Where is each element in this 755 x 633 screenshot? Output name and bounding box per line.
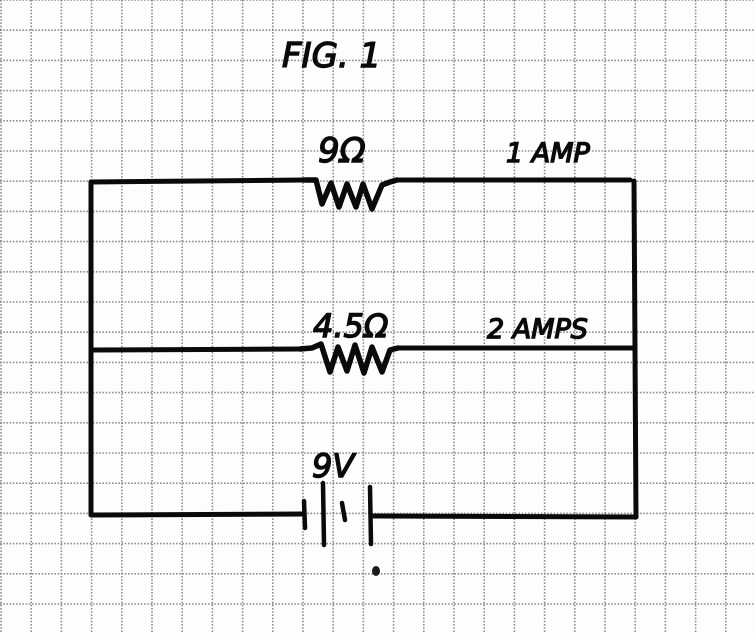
- middle-branch-current-label: 2 AMPS: [487, 314, 588, 345]
- bottom-branch: 9V: [88, 446, 639, 548]
- middle-branch-wire-left: [88, 346, 303, 353]
- top-branch: 9Ω 1 AMP: [88, 130, 633, 212]
- top-branch-current-label: 1 AMP: [506, 138, 591, 169]
- resistor-4-5-ohm: [297, 341, 401, 376]
- resistor-9-ohm-label: 9Ω: [318, 131, 366, 171]
- ink-speck: [372, 566, 380, 576]
- bottom-branch-wire-left: [88, 511, 307, 518]
- bottom-branch-wire-right: [368, 513, 639, 520]
- resistor-4-5-ohm-label: 4.5Ω: [313, 307, 389, 345]
- battery-symbol: [301, 480, 374, 548]
- resistor-9-ohm: [302, 177, 400, 212]
- battery-plate-long-1: [320, 480, 327, 548]
- battery-plate-short-2: [339, 500, 348, 523]
- middle-branch: 4.5Ω 2 AMPS: [88, 306, 637, 376]
- battery-voltage-label: 9V: [312, 447, 356, 485]
- top-branch-wire-left: [88, 177, 308, 185]
- figure-title: FIG. 1: [282, 36, 381, 76]
- battery-plate-short-1: [301, 498, 308, 531]
